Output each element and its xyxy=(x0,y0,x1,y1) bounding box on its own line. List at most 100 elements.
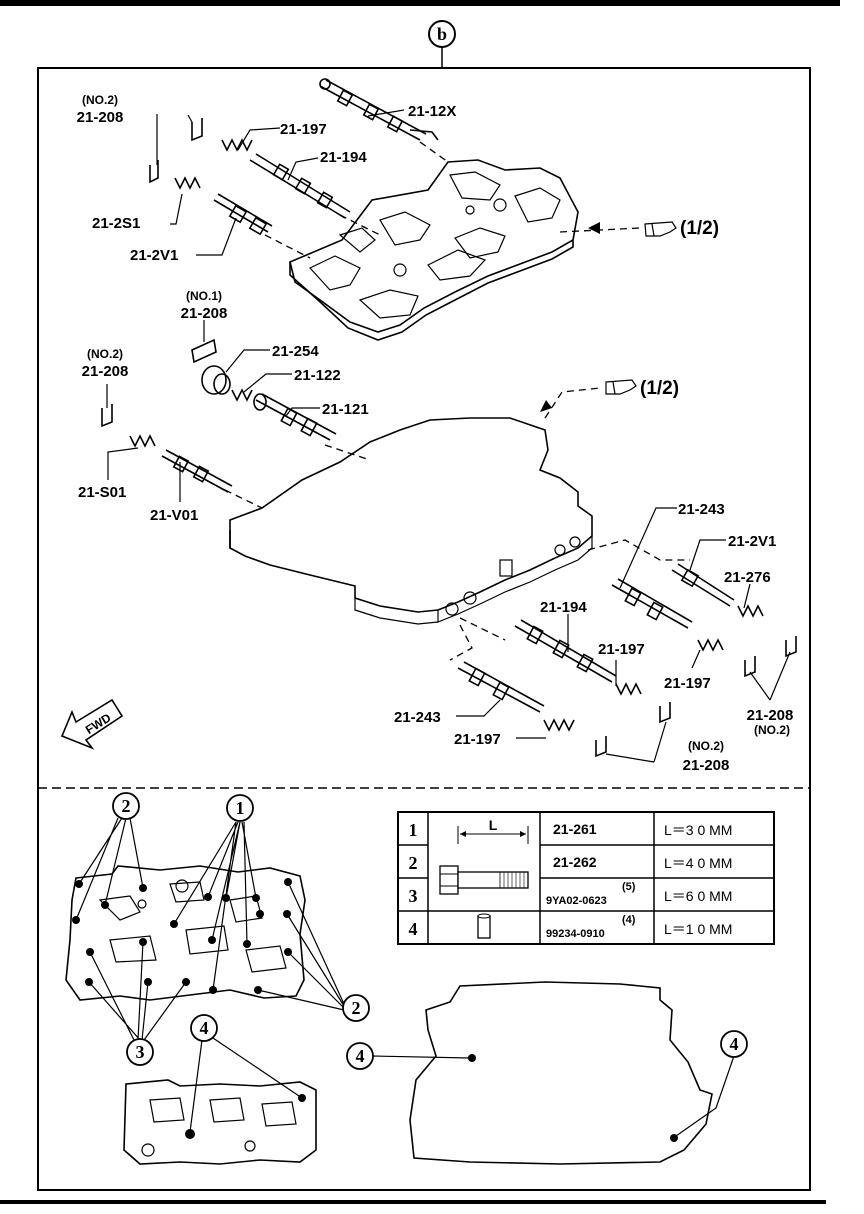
callout-4b-label: 4 xyxy=(356,1046,365,1066)
section-marker-label: b xyxy=(437,24,447,44)
label-no2-d: (NO.2) xyxy=(754,723,790,737)
label-half-a: (1/2) xyxy=(680,218,719,239)
leader-lines xyxy=(106,109,791,763)
assembly-lines xyxy=(224,141,690,661)
arrow-a xyxy=(588,222,600,234)
table-row-1-length: L＝3 0 MM xyxy=(664,822,732,838)
upper-valve-body xyxy=(289,159,579,341)
bolt-markers xyxy=(72,878,292,994)
dimension-label: L xyxy=(489,817,498,833)
bolt-table: L 1 21-261 L＝3 0 MM 2 21-262 L＝4 0 MM 3 … xyxy=(397,811,775,945)
table-row-4-index: 4 xyxy=(409,919,418,939)
arrow-b xyxy=(540,400,552,412)
callout-4c-label: 4 xyxy=(730,1034,739,1054)
section-marker: b xyxy=(428,20,456,68)
small-valve-body xyxy=(123,1079,317,1165)
callout-2a: 2 xyxy=(112,792,140,820)
callout-leaders xyxy=(75,817,735,1137)
table-row-4-part: 99234-0910 xyxy=(546,928,605,940)
valve-21-243-b xyxy=(457,661,545,713)
callout-2a-label: 2 xyxy=(122,796,131,816)
label-21-208-b: 21-208 xyxy=(181,305,228,322)
spring-21-197-a xyxy=(221,138,253,152)
label-no1: (NO.1) xyxy=(186,289,222,303)
valve-21-2V1-a xyxy=(213,193,273,236)
upper-labels: 21-12X 21-197 21-194 (NO.2) 21-208 21-2S… xyxy=(77,93,794,774)
hand-pointer-icon xyxy=(644,221,677,237)
table-row-4-length: L＝1 0 MM xyxy=(664,921,732,937)
valve-21-243-a xyxy=(611,578,693,629)
table-row-3-index: 3 xyxy=(409,886,418,906)
label-21-197-c: 21-197 xyxy=(664,675,711,692)
table-row-2-length: L＝4 0 MM xyxy=(664,855,732,871)
fwd-arrow-icon: FWD xyxy=(60,698,124,750)
table-row-3-part: 9YA02-0623 xyxy=(546,895,607,907)
label-21-2S1: 21-2S1 xyxy=(92,215,140,232)
callout-4c: 4 xyxy=(720,1030,748,1058)
clip-21-208-c xyxy=(101,404,113,428)
table-row-1-index: 1 xyxy=(409,820,418,840)
table-row-4-qty: (4) xyxy=(622,914,636,926)
label-21-197-a: 21-197 xyxy=(280,121,327,138)
callout-1-label: 1 xyxy=(236,798,245,818)
label-no2-b: (NO.2) xyxy=(87,347,123,361)
label-no2-a: (NO.2) xyxy=(82,93,118,107)
label-21-197-d: 21-197 xyxy=(454,731,501,748)
label-21-208-e: 21-208 xyxy=(683,757,730,774)
callout-4b: 4 xyxy=(346,1042,374,1070)
bottom-border xyxy=(0,1200,826,1204)
plate-21-208-b xyxy=(191,338,217,364)
table-row-2-part: 21-262 xyxy=(553,854,597,870)
label-21-121: 21-121 xyxy=(322,401,369,418)
label-half-b: (1/2) xyxy=(640,378,679,399)
table-row-1-part: 21-261 xyxy=(553,821,597,837)
separator-plate xyxy=(409,981,713,1165)
label-21-122: 21-122 xyxy=(294,367,341,384)
label-21-243-a: 21-243 xyxy=(678,501,725,518)
label-21-V01: 21-V01 xyxy=(150,507,198,524)
spring-21-2S1 xyxy=(174,176,201,190)
label-21-194-a: 21-194 xyxy=(320,149,367,166)
callout-4a-label: 4 xyxy=(200,1018,209,1038)
top-border xyxy=(0,0,840,6)
label-21-12X: 21-12X xyxy=(408,103,456,120)
valve-body-bolt-map xyxy=(65,865,306,1001)
label-21-208-c: 21-208 xyxy=(82,363,129,380)
spring-21-122 xyxy=(231,388,253,402)
valve-21-194-a xyxy=(249,153,351,219)
valve-21-121 xyxy=(253,393,337,441)
clip-21-208-e xyxy=(595,702,671,758)
valve-21-2V1-b xyxy=(671,563,735,607)
label-no2-e: (NO.2) xyxy=(688,739,724,753)
spring-21-276 xyxy=(737,604,764,618)
valve-21-V01 xyxy=(161,449,233,493)
callout-2b: 2 xyxy=(342,994,370,1022)
callout-2b-label: 2 xyxy=(352,998,361,1018)
label-21-208-d: 21-208 xyxy=(747,707,794,724)
callout-3-label: 3 xyxy=(136,1042,145,1062)
table-row-2-index: 2 xyxy=(409,853,418,873)
table-row-3-length: L＝6 0 MM xyxy=(664,888,732,904)
callout-1: 1 xyxy=(226,794,254,822)
spring-21-197-b xyxy=(615,682,642,696)
callout-4a: 4 xyxy=(190,1014,218,1042)
label-21-194-b: 21-194 xyxy=(540,599,587,616)
bolt-icon: L xyxy=(439,817,529,895)
dowel-pin-icon xyxy=(477,913,491,939)
lower-valve-body xyxy=(229,417,593,625)
label-21-254: 21-254 xyxy=(272,343,319,360)
label-21-276: 21-276 xyxy=(724,569,771,586)
spring-21-197-c xyxy=(697,638,724,652)
spring-21-S01 xyxy=(129,434,156,448)
diagram-frame xyxy=(37,67,811,1191)
label-21-2V1-b: 21-2V1 xyxy=(728,533,776,550)
clip-21-208-d xyxy=(744,636,797,678)
cap-21-254 xyxy=(201,365,231,395)
hand-pointer-icon xyxy=(605,379,637,395)
callout-3: 3 xyxy=(126,1038,154,1066)
table-row-3-qty: (5) xyxy=(622,881,636,893)
label-21-2V1-a: 21-2V1 xyxy=(130,247,178,264)
label-21-208-a: 21-208 xyxy=(77,109,124,126)
label-21-243-b: 21-243 xyxy=(394,709,441,726)
